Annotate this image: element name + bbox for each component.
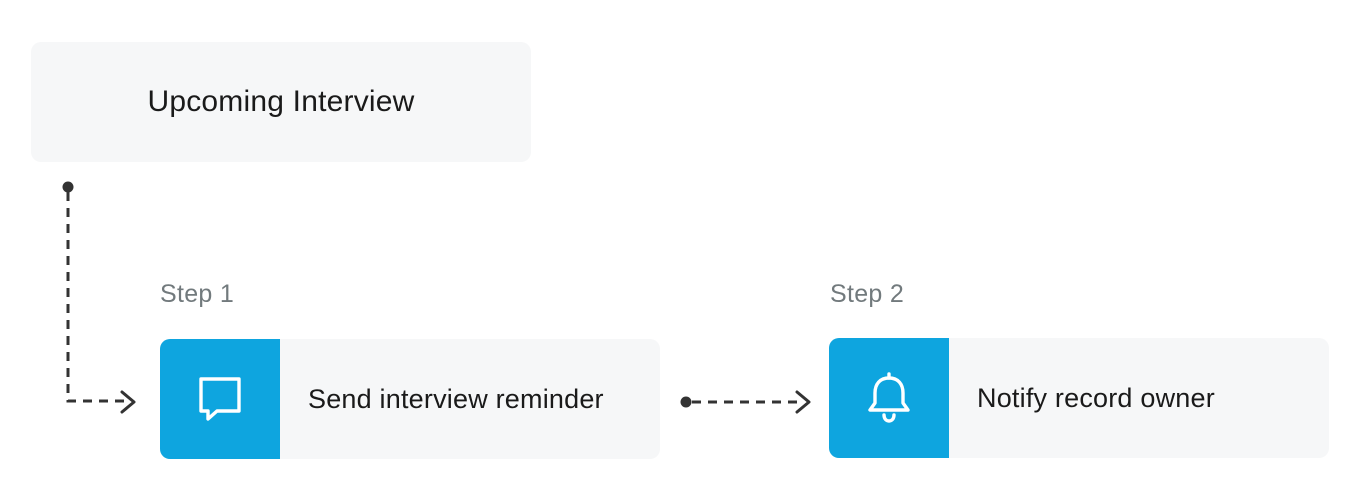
- step-1-icon-box: [160, 339, 280, 459]
- chat-bubble-icon: [199, 377, 241, 421]
- trigger-title: Upcoming Interview: [147, 85, 415, 118]
- step-2-action: Notify record owner: [977, 382, 1215, 413]
- trigger-box[interactable]: Upcoming Interview: [31, 42, 531, 162]
- connector-arrowhead: [795, 390, 811, 414]
- step-2-card[interactable]: Notify record owner: [829, 338, 1329, 458]
- step-2-label: Step 2: [830, 280, 905, 308]
- connector-trigger-to-step-1: [62, 181, 136, 414]
- step-1-card[interactable]: Send interview reminder: [160, 339, 660, 459]
- step-2-icon-box: [829, 338, 949, 458]
- connector-start-dot: [62, 181, 74, 193]
- step-1-label: Step 1: [160, 280, 235, 308]
- bell-icon: [868, 372, 910, 423]
- step-1-action: Send interview reminder: [308, 383, 604, 414]
- connector-dashed-line: [66, 192, 128, 403]
- connector-start-dot: [680, 396, 692, 408]
- connector-step-1-to-step-2: [680, 390, 811, 414]
- connector-arrowhead: [120, 390, 136, 414]
